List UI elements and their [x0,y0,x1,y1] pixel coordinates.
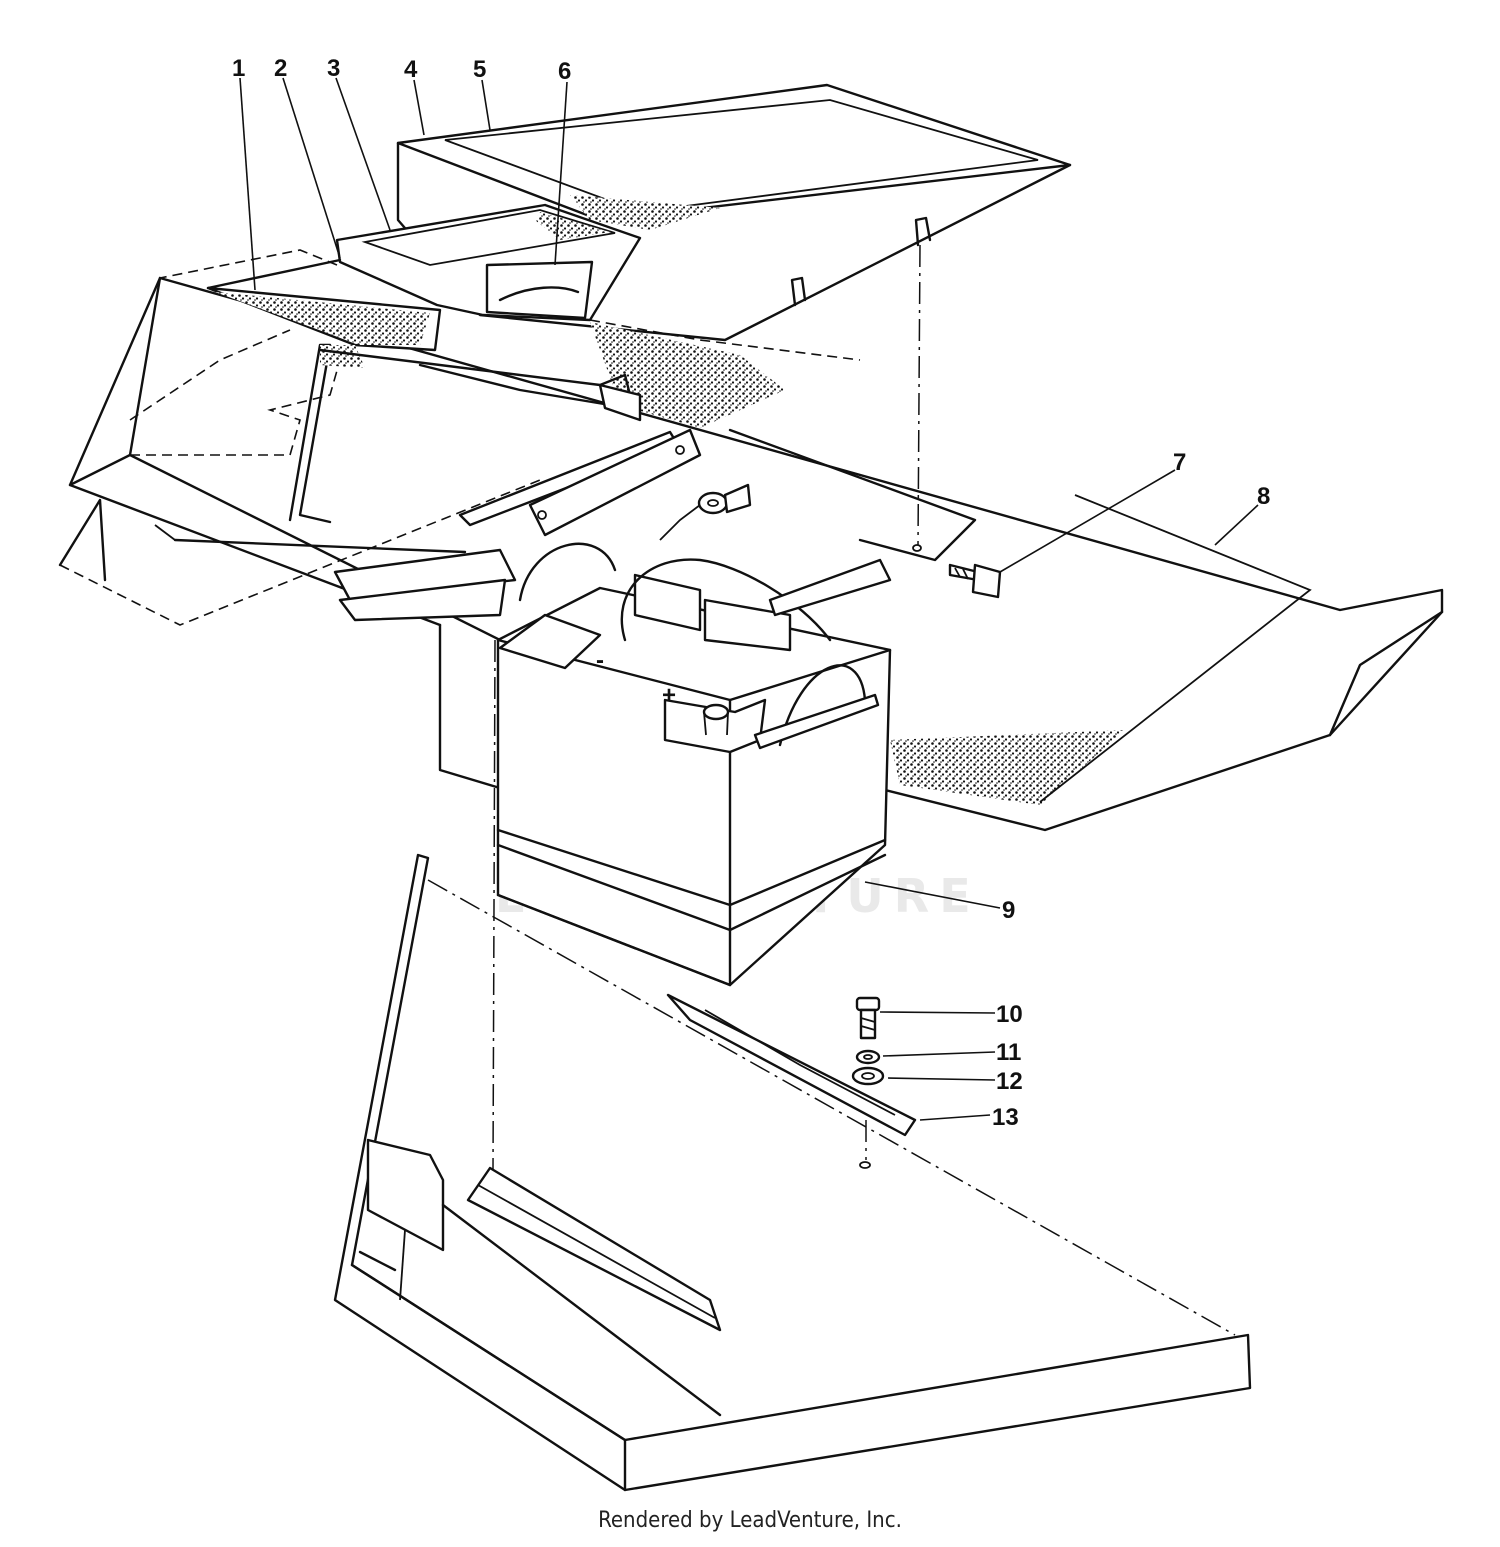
credit-footer: Rendered by LeadVenture, Inc. [598,1508,902,1533]
callout-4: 4 [404,56,418,83]
battery: + - [496,483,892,987]
cover-latch-centerline [917,244,921,546]
callout-13: 13 [992,1104,1019,1131]
callout-10: 10 [996,1001,1023,1028]
bolt [948,563,1002,599]
callout-9: 9 [1002,897,1015,924]
battery-positive-mark: + [662,682,676,709]
battery-centerline [492,639,496,1171]
side-shield [128,249,861,457]
callout-7: 7 [1173,449,1186,476]
callout-5: 5 [473,56,486,83]
tray-hole [912,544,922,552]
callout-3: 3 [327,55,340,82]
callout-11: 11 [996,1039,1021,1066]
callout-6: 6 [558,58,571,85]
callout-labels: 1 2 3 4 5 6 7 8 9 10 11 12 13 [232,55,1270,1131]
battery-tray [58,276,1444,832]
hinge-panel [335,203,642,322]
floor-pan [333,853,1252,1492]
battery-negative-mark: - [596,647,604,674]
callout-1: 1 [232,55,245,82]
callout-8: 8 [1257,483,1270,510]
callout-2: 2 [274,55,287,82]
hardware-stack [851,996,885,1086]
floor-centerline [427,879,1236,1336]
callout-12: 12 [996,1068,1023,1095]
